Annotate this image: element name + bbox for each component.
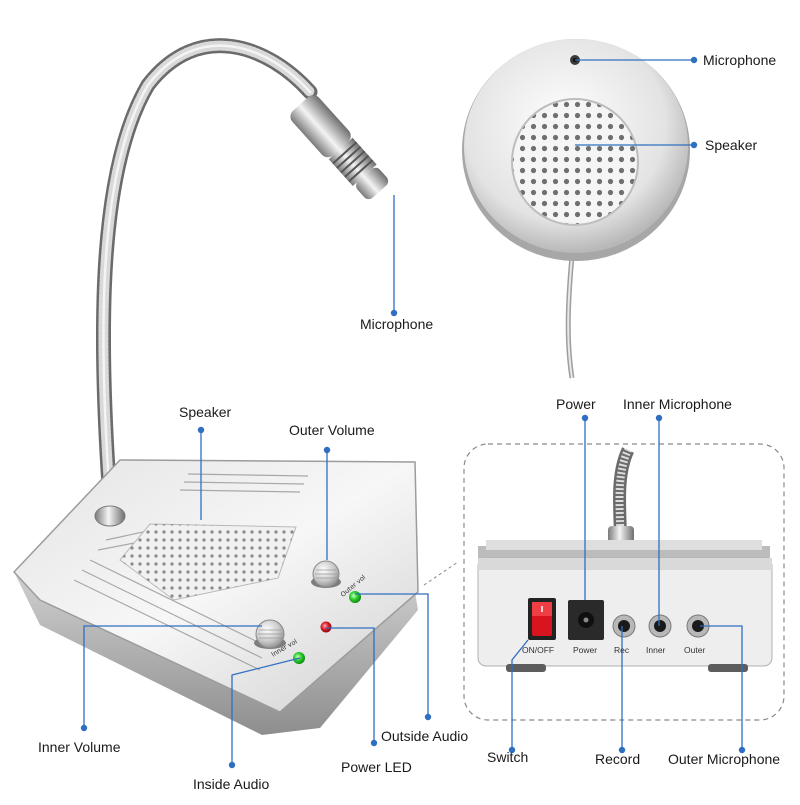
gooseneck [95,38,318,508]
callout-lines [83,59,743,765]
power-led [320,621,332,633]
label-power-led: Power LED [341,759,412,775]
outer-microphone-jack[interactable] [686,614,710,638]
label-speaker-top: Speaker [705,137,758,153]
label-inner-microphone: Inner Microphone [623,396,732,412]
power-jack[interactable] [568,600,604,640]
gooseneck-collar [94,505,126,527]
label-outer-volume: Outer Volume [289,422,375,438]
label-inner-volume: Inner Volume [38,739,121,755]
base-unit [12,459,419,735]
label-outside-audio: Outside Audio [381,728,469,744]
round-unit [462,39,690,379]
rear-panel-inset [463,443,785,721]
gooseneck-microphone-head [290,95,389,200]
zoom-connector [423,561,459,586]
label-outer-microphone: Outer Microphone [668,751,781,767]
panel-label-inner: Inner [646,645,666,655]
label-microphone-gooseneck: Microphone [360,316,434,332]
rec-jack[interactable] [612,614,636,638]
label-power: Power [556,396,596,412]
panel-label-power: Power [573,645,598,655]
label-speaker-base: Speaker [179,404,232,420]
base-unit-body [14,572,418,735]
inner-microphone-jack[interactable] [648,614,672,638]
panel-label-rec: Rec [614,645,630,655]
on-off-switch[interactable] [528,598,556,640]
label-microphone-top: Microphone [703,52,777,68]
panel-label-on-off: ON/OFF [522,645,555,655]
panel-label-outer: Outer [684,645,706,655]
callout-dots [80,56,746,769]
label-record: Record [595,751,641,767]
label-inside-audio: Inside Audio [193,776,270,792]
label-switch: Switch [487,749,529,765]
outer-volume-knob[interactable] [311,560,341,588]
inner-volume-knob[interactable] [254,619,286,649]
